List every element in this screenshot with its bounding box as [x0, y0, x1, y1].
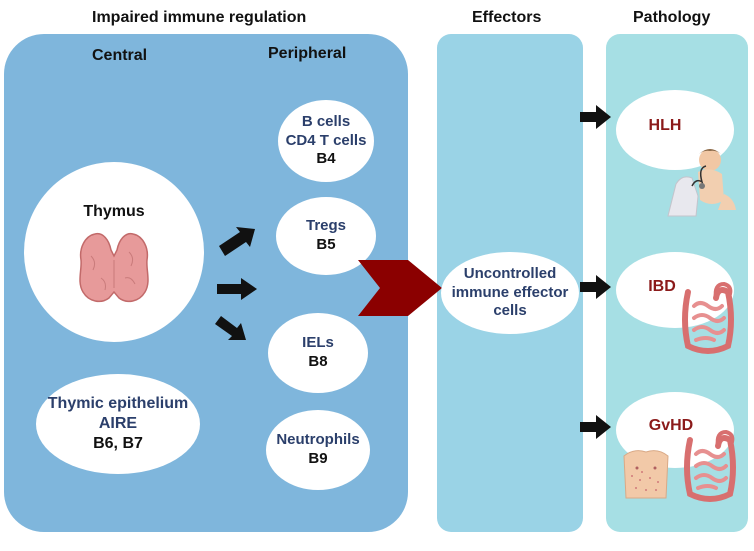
tregs-label: Tregs	[305, 217, 347, 235]
b-cells-ref: B4	[316, 150, 336, 168]
thymus-ellipse: Thymus	[24, 162, 204, 342]
thymus-icon	[79, 232, 149, 303]
hlh-label: HLH	[648, 117, 682, 134]
iels-ref: B8	[308, 353, 328, 370]
header-pathology: Pathology	[633, 9, 711, 26]
aire-label: AIRE	[98, 415, 138, 432]
thymic-epithelium-label: Thymic epithelium	[47, 395, 189, 412]
thymus-label: Thymus	[83, 203, 145, 220]
intestine-icon	[682, 281, 734, 354]
iels-label: IELs	[302, 334, 334, 352]
header-impaired-regulation: Impaired immune regulation	[92, 9, 307, 26]
thymic-epithelium-ellipse: Thymic epithelium AIRE B6, B7	[36, 374, 200, 474]
neutrophils-ref: B9	[308, 450, 328, 467]
b-cells-label: B cells	[301, 112, 351, 130]
tregs-ref: B5	[316, 236, 336, 253]
torso-rash-icon	[623, 450, 669, 499]
ibd-label: IBD	[648, 278, 676, 295]
neutrophils-label: Neutrophils	[276, 431, 360, 449]
b-cells-ellipse: B cells CD4 T cells B4	[278, 100, 374, 182]
effector-line2: immune effector	[451, 283, 569, 301]
effector-line1: Uncontrolled	[463, 264, 557, 282]
iels-ellipse: IELs B8	[268, 313, 368, 393]
effector-ellipse: Uncontrolled immune effector cells	[441, 252, 579, 334]
tregs-ellipse: Tregs B5	[276, 197, 376, 275]
gvhd-intestine-icon	[684, 429, 736, 502]
thymic-epithelium-ref: B6, B7	[93, 435, 143, 452]
gvhd-label: GvHD	[648, 417, 694, 434]
big-red-arrow	[358, 260, 442, 316]
neutrophils-ellipse: Neutrophils B9	[266, 410, 370, 490]
cd4-t-cells-label: CD4 T cells	[285, 131, 367, 149]
effector-line3: cells	[493, 302, 527, 320]
header-effectors: Effectors	[472, 9, 542, 26]
header-central: Central	[92, 47, 148, 64]
header-peripheral: Peripheral	[268, 45, 347, 62]
child-examination-icon	[667, 149, 736, 217]
